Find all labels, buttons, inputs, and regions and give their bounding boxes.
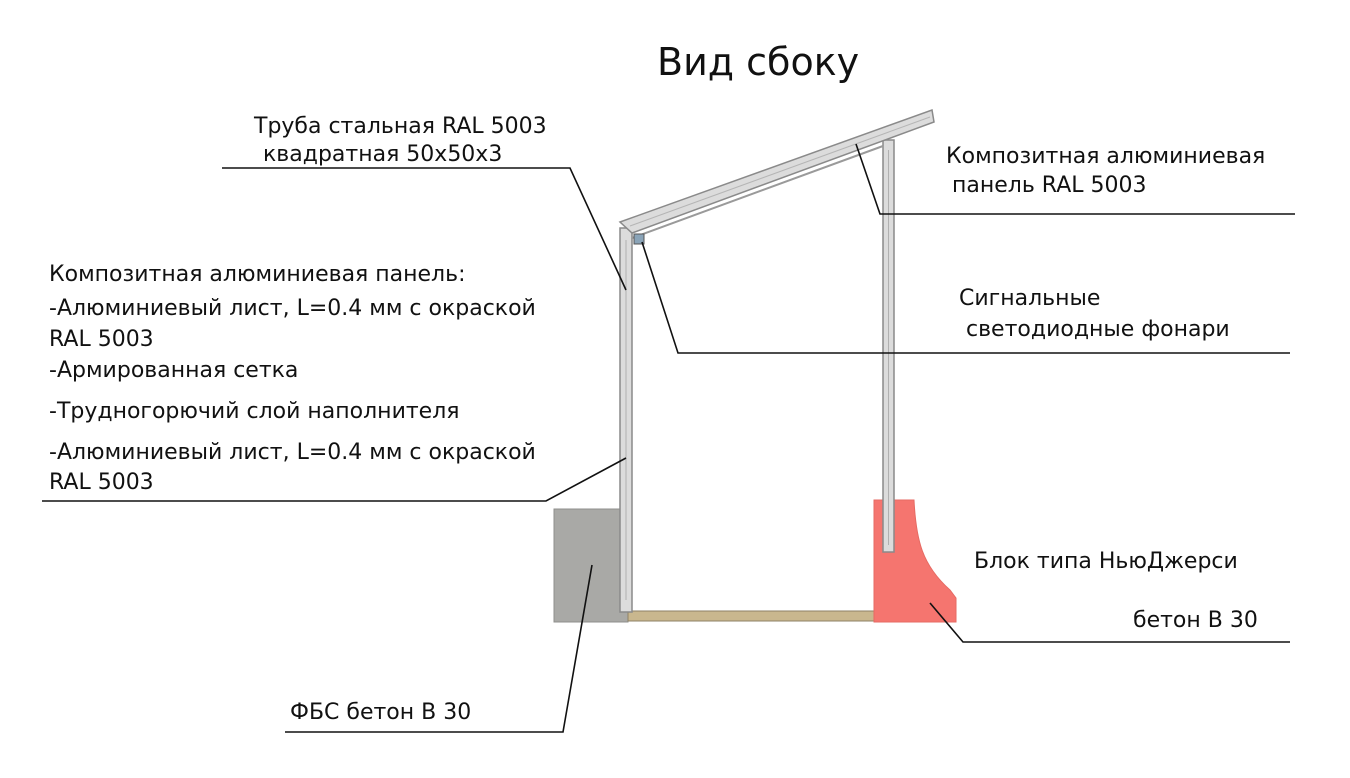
- leader-panel-spec: [42, 457, 627, 502]
- sloped-roof: [618, 108, 935, 234]
- nj-block-label-line2: бетон В 30: [1133, 608, 1258, 633]
- leader-roof-panel: [855, 143, 1295, 215]
- pipe-label-line2: квадратная 50х50х3: [263, 142, 503, 167]
- leader-fbs-block: [285, 564, 593, 733]
- fbs-block-label: ФБС бетон В 30: [290, 700, 472, 725]
- base-beam: [627, 610, 875, 622]
- roof-panel-label-line2: панель RAL 5003: [952, 173, 1147, 198]
- panel-spec-line-7: RAL 5003: [49, 470, 154, 495]
- panel-spec-line-2: -Алюминиевый лист, L=0.4 мм с окраской: [49, 296, 536, 321]
- leader-nj-block: [929, 602, 1290, 643]
- leader-pipe: [222, 167, 627, 291]
- led-lamp: [633, 233, 645, 245]
- panel-spec-line-3: RAL 5003: [49, 327, 154, 352]
- panel-spec-line-1: Композитная алюминиевая панель:: [49, 262, 466, 287]
- page-title: Вид сбоку: [657, 40, 860, 84]
- panel-spec-line-5: -Трудногорючий слой наполнителя: [49, 399, 460, 424]
- panel-spec-line-4: -Армированная сетка: [49, 358, 299, 383]
- roof-panel-label-line1: Композитная алюминиевая: [946, 144, 1266, 169]
- fbs-block: [553, 508, 629, 623]
- leader-signal-lights: [641, 241, 1290, 354]
- nj-block-label-line1: Блок типа НьюДжерси: [974, 549, 1238, 574]
- signal-lights-label-line2: светодиодные фонари: [966, 317, 1230, 342]
- signal-lights-label-line1: Сигнальные: [959, 286, 1101, 311]
- panel-spec-line-6: -Алюминиевый лист, L=0.4 мм с окраской: [49, 440, 536, 465]
- pipe-label-line1: Труба стальная RAL 5003: [254, 114, 547, 139]
